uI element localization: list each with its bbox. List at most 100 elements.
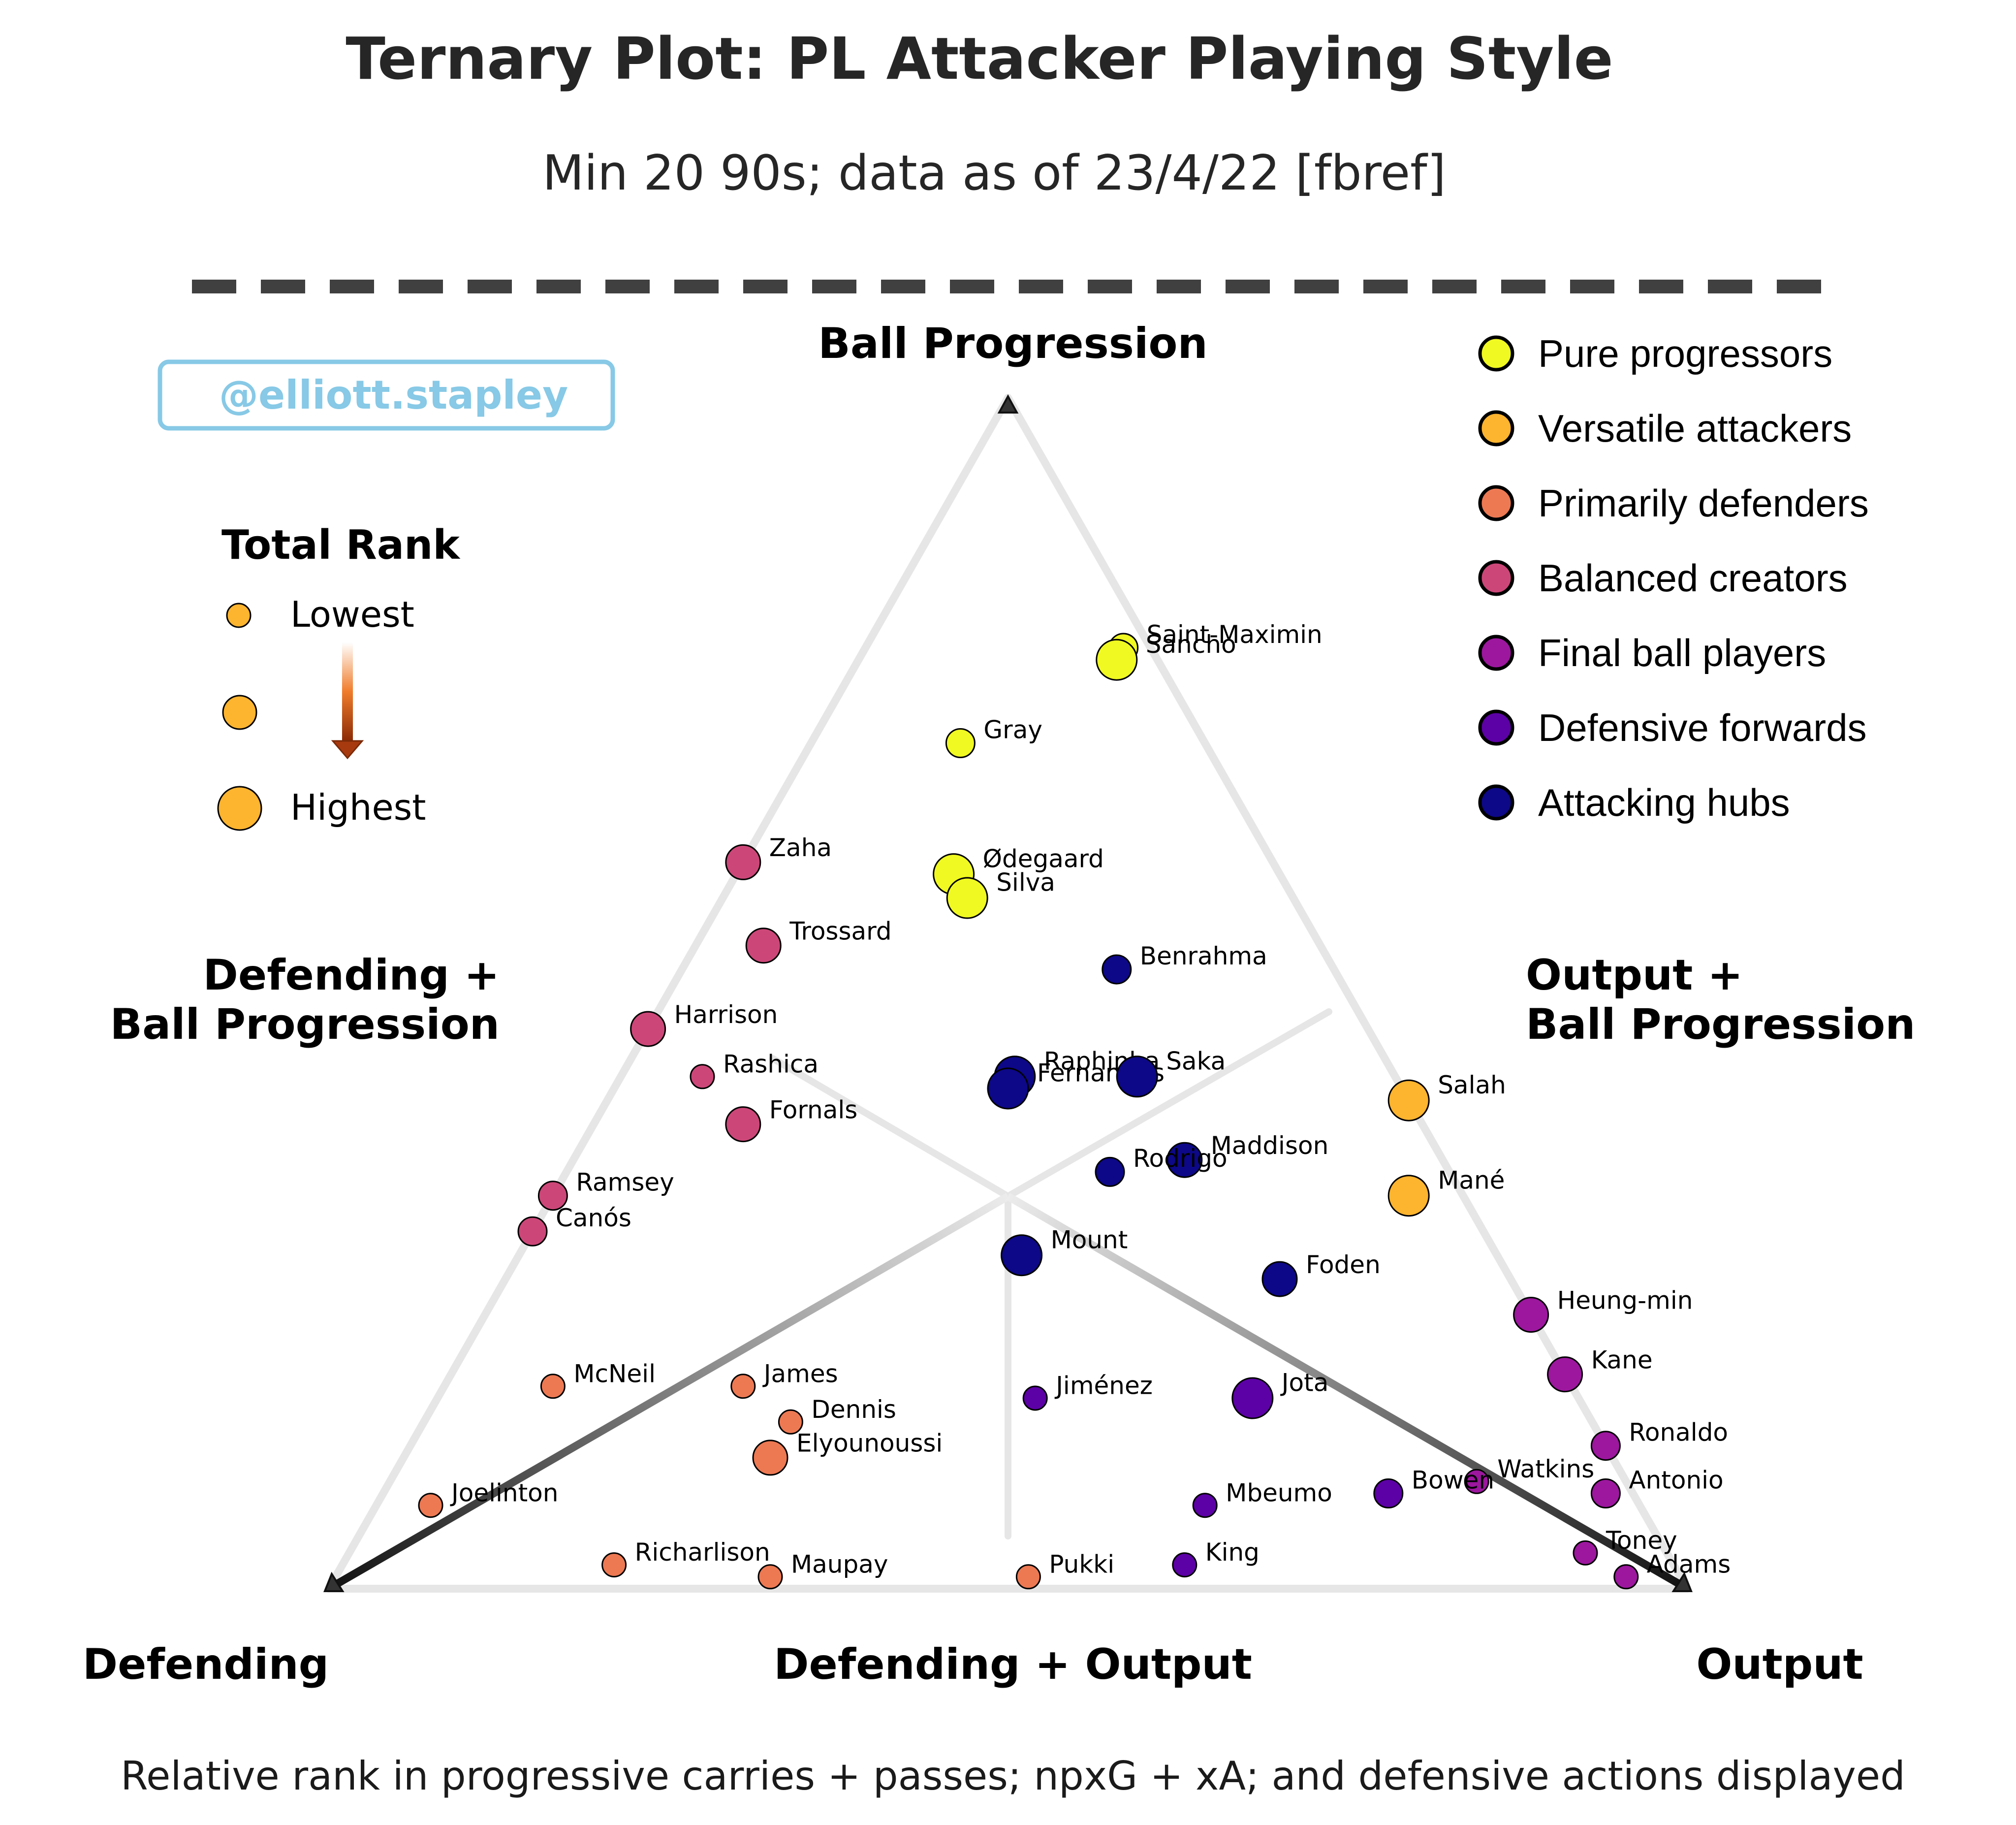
chart-subtitle: Min 20 90s; data as of 23/4/22 [fbref] — [542, 145, 1446, 201]
vertex-label-defending: Defending — [83, 1640, 329, 1689]
point-label-canos: Canós — [556, 1204, 631, 1232]
edge-label-left-line1: Defending + — [203, 951, 500, 1000]
point-richarlison — [601, 1552, 627, 1578]
point-label-saint-maximin: Saint-Maximin — [1147, 620, 1323, 649]
point-watkins — [1464, 1469, 1489, 1494]
point-label-saka: Saka — [1166, 1047, 1226, 1076]
point-dennis — [778, 1409, 803, 1435]
legend-label-primarily-defenders: Primarily defenders — [1538, 481, 1869, 525]
point-mcneil — [540, 1374, 566, 1399]
point-label-maddison: Maddison — [1211, 1131, 1328, 1160]
point-label-trossard: Trossard — [789, 917, 891, 946]
point-mane — [1387, 1175, 1430, 1217]
point-label-rashica: Rashica — [723, 1050, 819, 1078]
legend-label-pure-progressors: Pure progressors — [1538, 332, 1832, 375]
point-label-mbeumo: Mbeumo — [1226, 1478, 1332, 1507]
point-zaha — [725, 844, 761, 880]
rank-arrow-head — [331, 740, 364, 760]
point-label-foden: Foden — [1306, 1250, 1381, 1279]
point-label-salah: Salah — [1438, 1071, 1506, 1099]
progression-arrowhead — [997, 394, 1019, 414]
point-antonio — [1590, 1478, 1621, 1508]
point-label-james: James — [762, 1359, 838, 1388]
size-legend-marker-lowest — [226, 603, 252, 628]
point-jota — [1231, 1377, 1274, 1419]
point-king — [1172, 1552, 1197, 1578]
legend-marker-versatile-attackers — [1478, 410, 1514, 447]
point-label-pukki: Pukki — [1049, 1550, 1114, 1578]
point-label-zaha: Zaha — [769, 833, 832, 862]
point-label-ramsey: Ramsey — [576, 1168, 674, 1197]
point-label-gray: Gray — [983, 715, 1042, 744]
legend-label-versatile-attackers: Versatile attackers — [1538, 407, 1852, 450]
point-salah — [1387, 1079, 1430, 1121]
point-label-mane: Mané — [1438, 1166, 1505, 1194]
point-toney — [1573, 1540, 1598, 1566]
point-pukki — [1015, 1564, 1041, 1590]
point-label-adams: Adams — [1647, 1550, 1731, 1578]
point-label-elyounoussi: Elyounoussi — [796, 1429, 943, 1458]
rank-arrow-shaft — [342, 642, 353, 741]
point-mbeumo — [1192, 1493, 1218, 1518]
legend-marker-primarily-defenders — [1478, 485, 1514, 521]
point-label-joelinton: Joelinton — [450, 1478, 558, 1507]
vertex-label-output: Output — [1696, 1640, 1863, 1689]
point-heung-min — [1513, 1297, 1549, 1333]
legend-marker-balanced-creators — [1478, 560, 1514, 596]
edge-label-right-line1: Output + — [1526, 951, 1743, 1000]
legend-label-defensive-forwards: Defensive forwards — [1538, 706, 1867, 749]
point-label-rodrigo: Rodrigo — [1133, 1144, 1228, 1173]
point-elyounoussi — [752, 1440, 788, 1476]
edge-label-right-line2: Ball Progression — [1526, 1000, 1915, 1049]
data-points: Saint-MaximinSanchoGrayØdegaardSilvaZaha… — [418, 620, 1731, 1590]
point-kane — [1547, 1356, 1583, 1393]
point-maddison — [1166, 1142, 1203, 1178]
point-label-bowen: Bowen — [1412, 1466, 1494, 1494]
chart-footnote: Relative rank in progressive carries + p… — [121, 1753, 1905, 1799]
point-label-harrison: Harrison — [674, 1000, 778, 1029]
output-axis-arrow — [1006, 1193, 1681, 1587]
point-label-watkins: Watkins — [1497, 1455, 1594, 1483]
point-ramsey — [537, 1181, 568, 1211]
legend-label-attacking-hubs: Attacking hubs — [1538, 781, 1790, 824]
point-label-mount: Mount — [1051, 1225, 1128, 1254]
defending-arrowhead — [323, 1571, 345, 1592]
point-silva — [946, 877, 988, 919]
point-label-kane: Kane — [1591, 1345, 1653, 1374]
point-trossard — [745, 928, 782, 964]
point-label-jimenez: Jiménez — [1054, 1372, 1153, 1400]
point-label-sancho: Sancho — [1146, 630, 1236, 659]
defending-axis-arrow — [335, 1193, 1010, 1587]
point-label-toney: Toney — [1606, 1526, 1677, 1555]
size-legend-marker-mid — [222, 695, 257, 730]
point-maupay — [757, 1564, 783, 1590]
point-label-antonio: Antonio — [1629, 1466, 1723, 1494]
point-label-jota: Jota — [1280, 1369, 1329, 1397]
point-foden — [1261, 1261, 1298, 1297]
point-label-degaard: Ødegaard — [983, 844, 1104, 873]
legend-marker-attacking-hubs — [1478, 784, 1514, 821]
chart-title: Ternary Plot: PL Attacker Playing Style — [346, 25, 1613, 93]
point-fernandes — [987, 1067, 1029, 1110]
watermark-box: @elliott.stapley — [158, 359, 615, 431]
point-canos — [517, 1216, 548, 1247]
point-label-heung-min: Heung-min — [1557, 1286, 1693, 1314]
output-arrowhead — [1671, 1571, 1693, 1592]
size-legend: Total Rank Lowest Highest — [217, 522, 461, 831]
point-adams — [1613, 1564, 1639, 1590]
point-jimenez — [1022, 1385, 1048, 1411]
point-label-richarlison: Richarlison — [635, 1538, 770, 1567]
edge-label-left-line2: Ball Progression — [110, 1000, 500, 1049]
point-label-dennis: Dennis — [811, 1395, 896, 1424]
legend-label-balanced-creators: Balanced creators — [1538, 556, 1848, 600]
size-legend-highest: Highest — [290, 787, 426, 828]
point-rodrigo — [1095, 1156, 1125, 1187]
point-harrison — [630, 1011, 666, 1047]
point-label-mcneil: McNeil — [573, 1359, 656, 1388]
point-ronaldo — [1590, 1431, 1621, 1461]
size-legend-title: Total Rank — [221, 522, 461, 569]
watermark-text: @elliott.stapley — [219, 372, 568, 418]
point-label-king: King — [1205, 1538, 1260, 1567]
